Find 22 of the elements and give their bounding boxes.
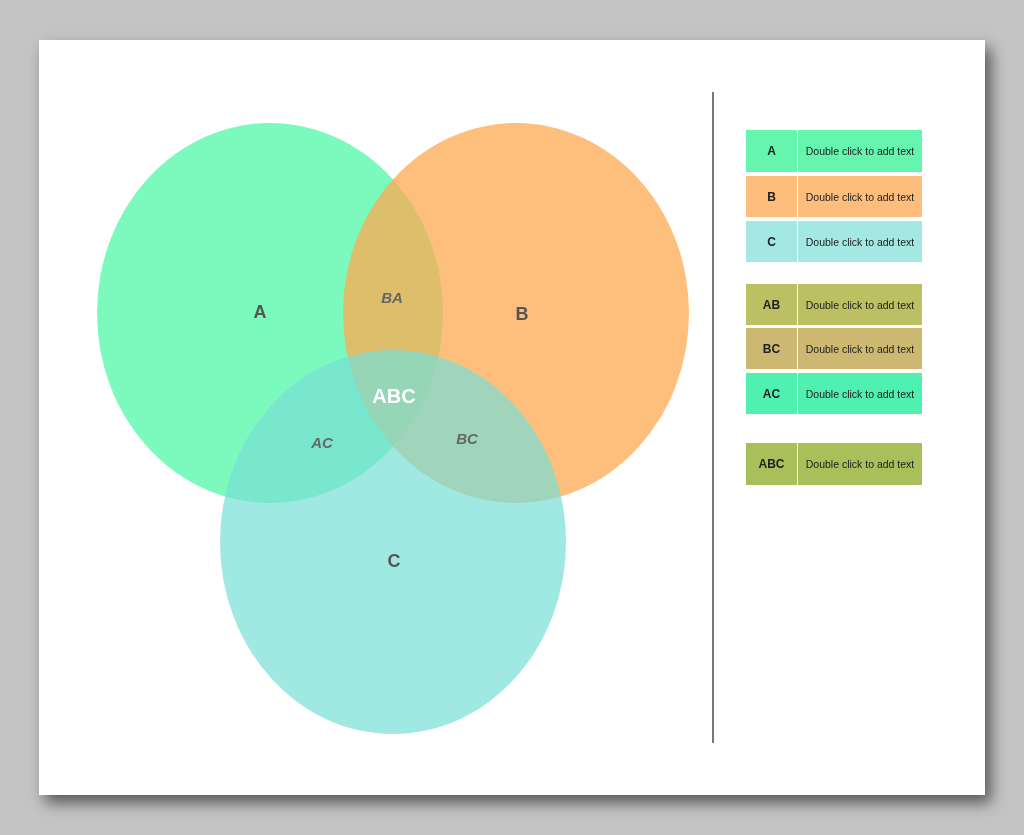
circle-label: B: [515, 303, 529, 325]
circle-label: A: [253, 301, 267, 323]
key-cell: B: [746, 176, 797, 217]
text-cell: Double click to add text: [798, 221, 922, 262]
region-label: AC: [311, 433, 333, 451]
text-cell: Double click to add text: [798, 328, 922, 369]
region-label: ABC: [372, 384, 416, 408]
key-cell: A: [746, 130, 797, 172]
text-cell: Double click to add text: [798, 284, 922, 325]
text-cell: Double click to add text: [798, 373, 922, 414]
text-cell: Double click to add text: [798, 443, 922, 485]
key-cell: AC: [746, 373, 797, 414]
text-cell: Double click to add text: [798, 176, 922, 217]
region-label: BA: [381, 288, 403, 306]
key-cell: C: [746, 221, 797, 262]
text-cell: Double click to add text: [798, 130, 922, 172]
circle-label: C: [387, 550, 401, 572]
key-cell: AB: [746, 284, 797, 325]
venn-circle: [220, 350, 566, 734]
region-label: BC: [456, 429, 478, 447]
key-cell: BC: [746, 328, 797, 369]
key-cell: ABC: [746, 443, 797, 485]
